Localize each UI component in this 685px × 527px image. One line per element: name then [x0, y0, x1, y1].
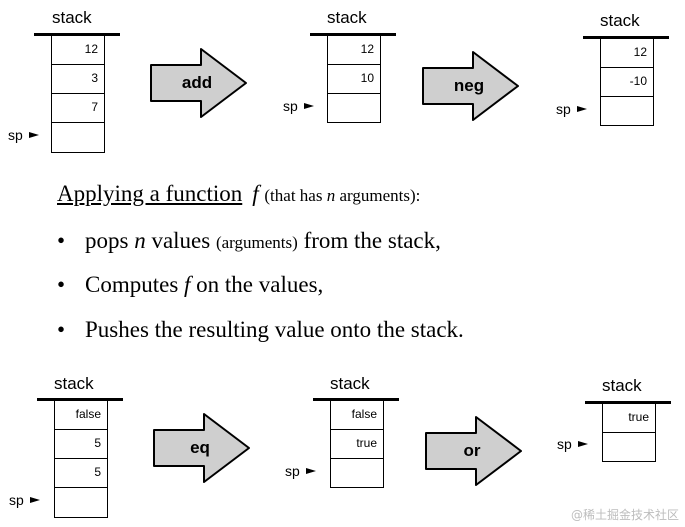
bullet-text: Pushes the resulting value onto the stac… [85, 317, 464, 342]
stack-cell: 3 [51, 64, 105, 94]
heading-paren: (that has n arguments): [264, 186, 421, 205]
operation-arrow: or [424, 415, 524, 487]
stack-cell: 5 [54, 429, 108, 459]
stack-cell: 12 [327, 35, 381, 65]
stack-cell: false [54, 400, 108, 430]
stack-title: stack [602, 376, 642, 395]
sp-label: sp [557, 436, 572, 452]
bullet-icon: • [57, 317, 66, 342]
stack-pointer: sp [283, 98, 314, 114]
pointer-arrow-icon [305, 468, 316, 474]
operation-label: or [463, 441, 481, 460]
pointer-arrow-icon [577, 441, 588, 447]
sp-label: sp [283, 98, 298, 114]
stack-cell: 5 [54, 458, 108, 488]
stack-title: stack [52, 8, 92, 27]
operation-arrow: add [149, 47, 249, 119]
sp-label: sp [8, 127, 23, 143]
stack-cell-empty [51, 122, 105, 153]
stack-cell: 7 [51, 93, 105, 123]
operation-label: neg [453, 76, 485, 95]
stack-cell-empty [54, 487, 108, 518]
stack-pointer: sp [9, 492, 40, 508]
bullet-icon: • [57, 272, 66, 297]
stack-cell-empty [602, 432, 656, 462]
stack-top-bar [310, 33, 396, 36]
block-arrow-icon [422, 51, 519, 121]
stack-cell-empty [600, 96, 654, 126]
bullet-icon: • [57, 228, 66, 253]
stack-pointer: sp [8, 127, 39, 143]
bullet-item: • Computes f on the values, [57, 272, 323, 298]
sp-label: sp [285, 463, 300, 479]
stack-pointer: sp [557, 436, 588, 452]
operation-arrow: eq [152, 412, 252, 484]
stack-cell: -10 [600, 67, 654, 97]
heading-underlined: Applying a function [57, 181, 243, 206]
stack-cell-empty [327, 93, 381, 123]
bullet-text: pops n values (arguments) from the stack… [85, 228, 441, 253]
pointer-arrow-icon [303, 103, 314, 109]
stack-top-bar [34, 33, 120, 36]
block-arrow-icon [425, 416, 522, 486]
stack-cell: 10 [327, 64, 381, 94]
stack-top-bar [585, 401, 671, 404]
heading-f: f [252, 181, 259, 206]
stack-cell: 12 [600, 38, 654, 68]
stack-cell: true [602, 403, 656, 433]
stack-cell: 12 [51, 35, 105, 65]
operation-label: add [181, 73, 213, 92]
bullet-item: • pops n values (arguments) from the sta… [57, 228, 441, 254]
stack-top-bar [37, 398, 123, 401]
stack-cell: false [330, 400, 384, 430]
stack-cell-empty [330, 458, 384, 488]
bullet-text: Computes f on the values, [85, 272, 324, 297]
function-heading: Applying a function f (that has n argumen… [57, 181, 420, 207]
stack-pointer: sp [556, 101, 587, 117]
sp-label: sp [9, 492, 24, 508]
pointer-arrow-icon [576, 106, 587, 112]
block-arrow-icon [150, 48, 247, 118]
pointer-arrow-icon [29, 497, 40, 503]
stack-title: stack [330, 374, 370, 393]
bullet-item: • Pushes the resulting value onto the st… [57, 317, 464, 343]
stack-cell: true [330, 429, 384, 459]
stack-title: stack [600, 11, 640, 30]
stack-top-bar [583, 36, 669, 39]
operation-label: eq [190, 438, 210, 457]
block-arrow-icon [153, 413, 250, 483]
stack-title: stack [327, 8, 367, 27]
sp-label: sp [556, 101, 571, 117]
stack-top-bar [313, 398, 399, 401]
operation-arrow: neg [421, 50, 521, 122]
watermark: @稀土掘金技术社区 [570, 508, 679, 522]
stack-title: stack [54, 374, 94, 393]
pointer-arrow-icon [28, 132, 39, 138]
stack-pointer: sp [285, 463, 316, 479]
